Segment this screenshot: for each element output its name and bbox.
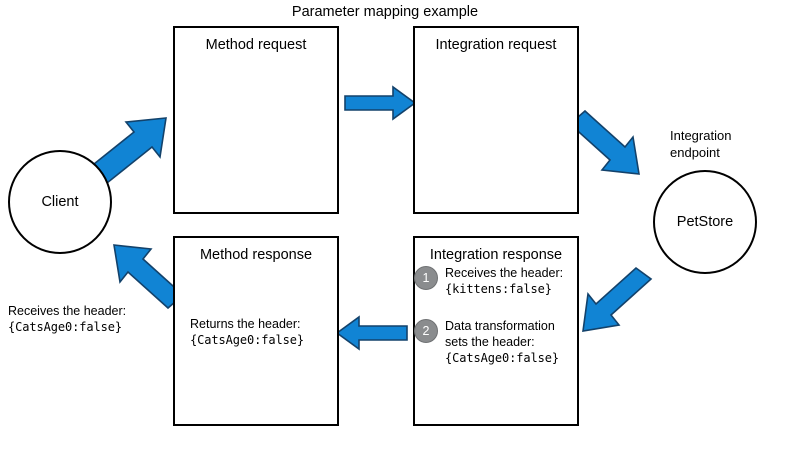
box-method-request: Method request bbox=[173, 26, 339, 214]
arrow-integration-response-to-method-response bbox=[335, 315, 408, 351]
step-2-label-line2: sets the header: bbox=[445, 335, 535, 349]
arrow-client-to-method-request bbox=[87, 117, 167, 185]
box-integration-request-title: Integration request bbox=[435, 37, 557, 53]
node-petstore: PetStore bbox=[653, 170, 757, 274]
box-integration-request: Integration request bbox=[413, 26, 579, 214]
step-2-text: Data transformation sets the header: {Ca… bbox=[445, 318, 559, 366]
step-2-value: {CatsAge0:false} bbox=[445, 351, 559, 365]
method-response-body-label: Returns the header: bbox=[190, 317, 301, 331]
arrow-endpoint-to-integration-response bbox=[582, 266, 653, 332]
box-method-response: Method response bbox=[173, 236, 339, 426]
integration-response-step-2: 2 Data transformation sets the header: {… bbox=[414, 318, 559, 366]
box-integration-response-title: Integration response bbox=[429, 247, 563, 263]
client-receives-annotation: Receives the header: {CatsAge0:false} bbox=[8, 303, 126, 335]
arrow-integration-request-to-endpoint bbox=[568, 109, 640, 175]
client-receives-label: Receives the header: bbox=[8, 304, 127, 318]
step-1-value: {kittens:false} bbox=[445, 282, 552, 296]
page-title: Parameter mapping example bbox=[291, 4, 479, 20]
step-1-badge: 1 bbox=[414, 266, 438, 290]
step-2-label-line1: Data transformation bbox=[445, 319, 555, 333]
step-2-badge: 2 bbox=[414, 319, 438, 343]
client-receives-value: {CatsAge0:false} bbox=[8, 320, 122, 334]
integration-response-step-1: 1 Receives the header: {kittens:false} bbox=[414, 265, 563, 297]
box-method-request-title: Method request bbox=[205, 37, 307, 53]
arrow-method-request-to-integration-request bbox=[344, 85, 417, 121]
box-integration-response: Integration response bbox=[413, 236, 579, 426]
method-response-body-value: {CatsAge0:false} bbox=[190, 333, 304, 347]
integration-endpoint-caption: Integration endpoint bbox=[670, 128, 732, 160]
step-1-text: Receives the header: {kittens:false} bbox=[445, 265, 563, 297]
node-client-label: Client bbox=[41, 194, 79, 210]
method-response-body: Returns the header: {CatsAge0:false} bbox=[190, 316, 304, 348]
step-1-label: Receives the header: bbox=[445, 266, 564, 280]
node-client: Client bbox=[8, 150, 112, 254]
box-method-response-title: Method response bbox=[199, 247, 313, 263]
node-petstore-label: PetStore bbox=[676, 214, 734, 230]
